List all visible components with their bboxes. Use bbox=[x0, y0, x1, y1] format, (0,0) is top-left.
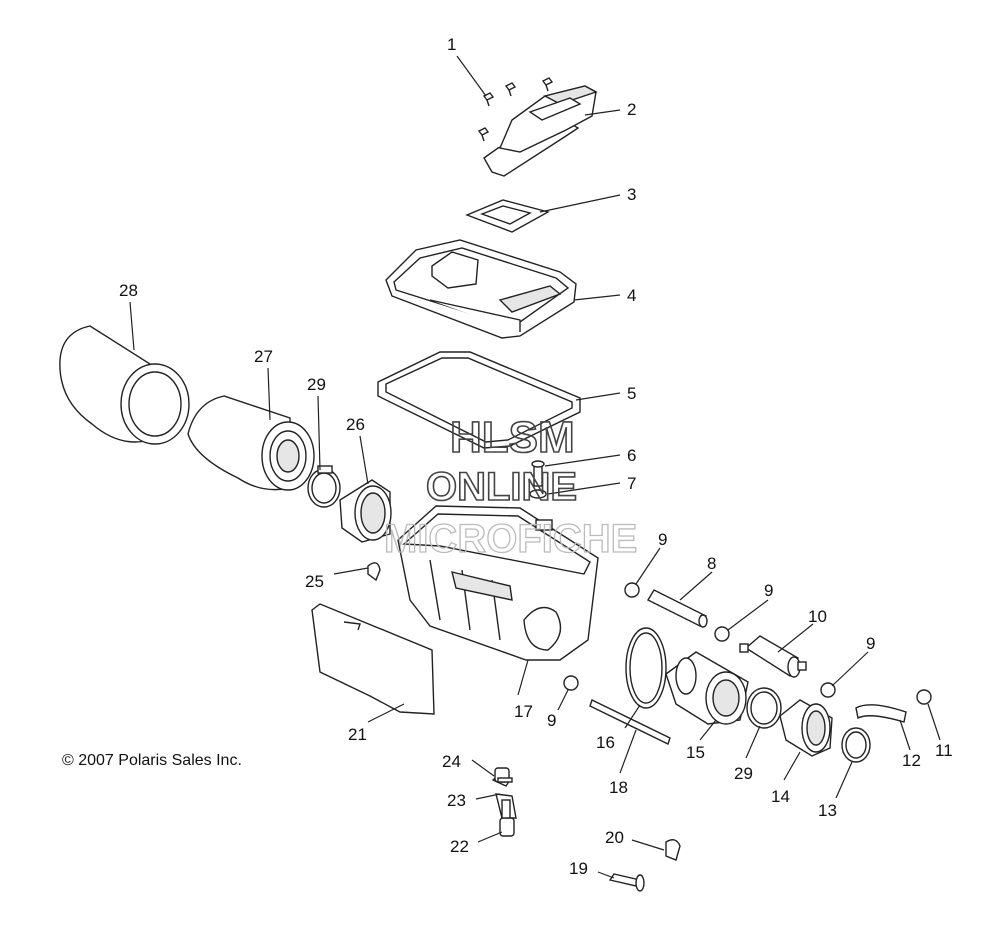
part-22-24-drain bbox=[491, 767, 517, 837]
callout-25: 25 bbox=[305, 572, 324, 591]
callout-27: 27 bbox=[254, 347, 273, 366]
callout-4: 4 bbox=[627, 286, 636, 305]
watermark-line3: MICROFICHE bbox=[384, 517, 637, 561]
callout-24: 24 bbox=[442, 752, 461, 771]
part-16-o-ring bbox=[625, 627, 667, 709]
part-4-airbox-lid bbox=[385, 239, 577, 339]
part-26-coupler bbox=[339, 479, 392, 543]
callout-29-a: 29 bbox=[307, 375, 326, 394]
callout-2: 2 bbox=[627, 100, 636, 119]
callout-9-a: 9 bbox=[658, 530, 667, 549]
callout-21: 21 bbox=[348, 725, 367, 744]
callout-18: 18 bbox=[609, 778, 628, 797]
watermark: HLSM ONLINE MICROFICHE bbox=[383, 412, 638, 561]
part-15-boot bbox=[665, 651, 749, 725]
part-27-air-filter bbox=[187, 395, 315, 491]
watermark-line2: ONLINE bbox=[426, 465, 577, 509]
callout-5: 5 bbox=[627, 384, 636, 403]
part-5-seal bbox=[377, 351, 581, 449]
part-9-clamps bbox=[563, 582, 836, 698]
callout-17: 17 bbox=[514, 702, 533, 721]
callout-16: 16 bbox=[596, 733, 615, 752]
callout-8: 8 bbox=[707, 554, 716, 573]
part-13-clamp bbox=[841, 727, 871, 763]
part-6-7-bolt-washer bbox=[529, 460, 547, 499]
copyright-notice: © 2007 Polaris Sales Inc. bbox=[62, 752, 242, 769]
part-8-tube bbox=[647, 589, 708, 628]
callout-7: 7 bbox=[627, 474, 636, 493]
part-17-airbox bbox=[397, 505, 599, 661]
part-21-cover-plate bbox=[311, 603, 435, 715]
callout-12: 12 bbox=[902, 751, 921, 770]
callout-9-c: 9 bbox=[866, 634, 875, 653]
callout-6: 6 bbox=[627, 446, 636, 465]
leader-lines bbox=[129, 55, 941, 879]
callout-9-d: 9 bbox=[547, 711, 556, 730]
watermark-line1: HLSM bbox=[450, 413, 575, 462]
part-3-gasket bbox=[465, 199, 550, 233]
callout-9-b: 9 bbox=[764, 581, 773, 600]
callout-1: 1 bbox=[447, 35, 456, 54]
part-10-breather bbox=[739, 635, 807, 678]
callout-23: 23 bbox=[447, 791, 466, 810]
part-2-intake-duct bbox=[483, 85, 598, 177]
callout-28: 28 bbox=[119, 281, 138, 300]
callout-14: 14 bbox=[771, 787, 790, 806]
callout-29-b: 29 bbox=[734, 764, 753, 783]
callout-10: 10 bbox=[808, 607, 827, 626]
part-11-12-hose bbox=[855, 689, 932, 723]
part-19-20-bolt bbox=[608, 839, 681, 892]
part-29-clamp-lower bbox=[746, 687, 782, 729]
part-18-rod bbox=[589, 699, 671, 745]
callout-13: 13 bbox=[818, 801, 837, 820]
callout-26: 26 bbox=[346, 415, 365, 434]
callout-3: 3 bbox=[627, 185, 636, 204]
part-28-prefilter bbox=[59, 325, 190, 445]
part-29-clamp-upper bbox=[307, 465, 341, 508]
callout-22: 22 bbox=[450, 837, 469, 856]
part-14-coupler bbox=[779, 699, 833, 757]
callout-15: 15 bbox=[686, 743, 705, 762]
callout-19: 19 bbox=[569, 859, 588, 878]
callout-11: 11 bbox=[935, 741, 953, 760]
callout-20: 20 bbox=[605, 828, 624, 847]
callout-labels: 1 2 3 4 5 6 7 8 9 9 9 9 10 11 12 13 14 1… bbox=[119, 35, 953, 878]
part-25-clip bbox=[367, 562, 381, 582]
part-1-screws bbox=[477, 77, 554, 142]
